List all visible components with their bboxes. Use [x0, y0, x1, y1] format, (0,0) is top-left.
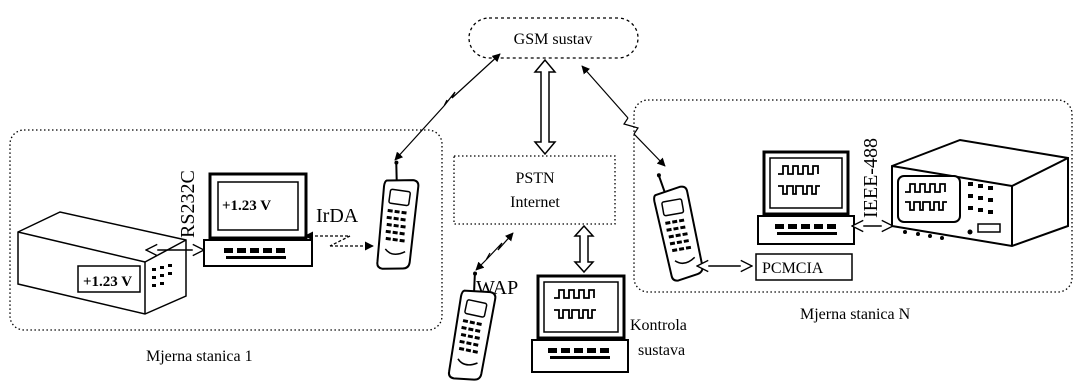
laptop-station1: [203, 172, 313, 267]
control-label-line2: sustava: [638, 342, 685, 359]
irda-link: [304, 231, 374, 251]
gsm-label: GSM sustav: [514, 31, 593, 48]
pstn-box: [453, 155, 616, 225]
laptop-display: +1.23 V: [222, 198, 271, 214]
irda-label: IrDA: [316, 205, 359, 227]
stationN-caption: Mjerna stanica N: [800, 306, 911, 323]
mobile-phone-station1: [371, 158, 425, 274]
gsm-cloud: [468, 17, 639, 59]
oscilloscope: [891, 138, 1069, 248]
pstn-control-link: [573, 224, 595, 274]
mobile-phone-stationN: [648, 167, 706, 284]
station1-caption: Mjerna stanica 1: [146, 348, 253, 365]
gsm-pstn-link: [533, 58, 557, 156]
laptop-stationN: [757, 150, 855, 245]
laptop-control: [531, 274, 629, 373]
bench-meter: [17, 211, 187, 315]
pcmcia-label: PCMCIA: [762, 260, 824, 277]
gsm-phone1-link: [394, 53, 501, 161]
ieee488-label: IEEE-488: [860, 138, 882, 218]
stationN-boundary: [633, 99, 1073, 293]
pstn-line1: PSTN: [515, 170, 555, 187]
pcmcia-box: [755, 253, 853, 281]
gsm-phoneN-link: [581, 65, 666, 167]
control-label-line1: Kontrola: [630, 317, 687, 334]
meter-display: +1.23 V: [83, 274, 132, 290]
rs232c-label: RS232C: [177, 170, 199, 238]
pstn-line2: Internet: [510, 194, 560, 211]
wap-link: [475, 232, 514, 271]
